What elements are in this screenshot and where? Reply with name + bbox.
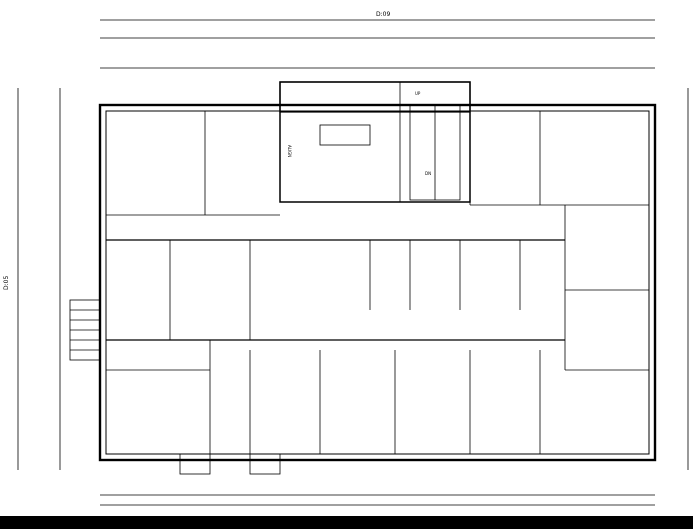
overall-dim-left: D:05 [3, 276, 10, 290]
bottom-bar [0, 516, 693, 529]
overall-dim-top: D:09 [376, 11, 390, 18]
conference-label: ALIGN [287, 145, 292, 157]
stair-up-label: UP [415, 91, 421, 96]
floor-plan: D:09 D:05 ALIGN UP DN [3, 11, 689, 506]
stair-down-label: DN [425, 171, 431, 176]
